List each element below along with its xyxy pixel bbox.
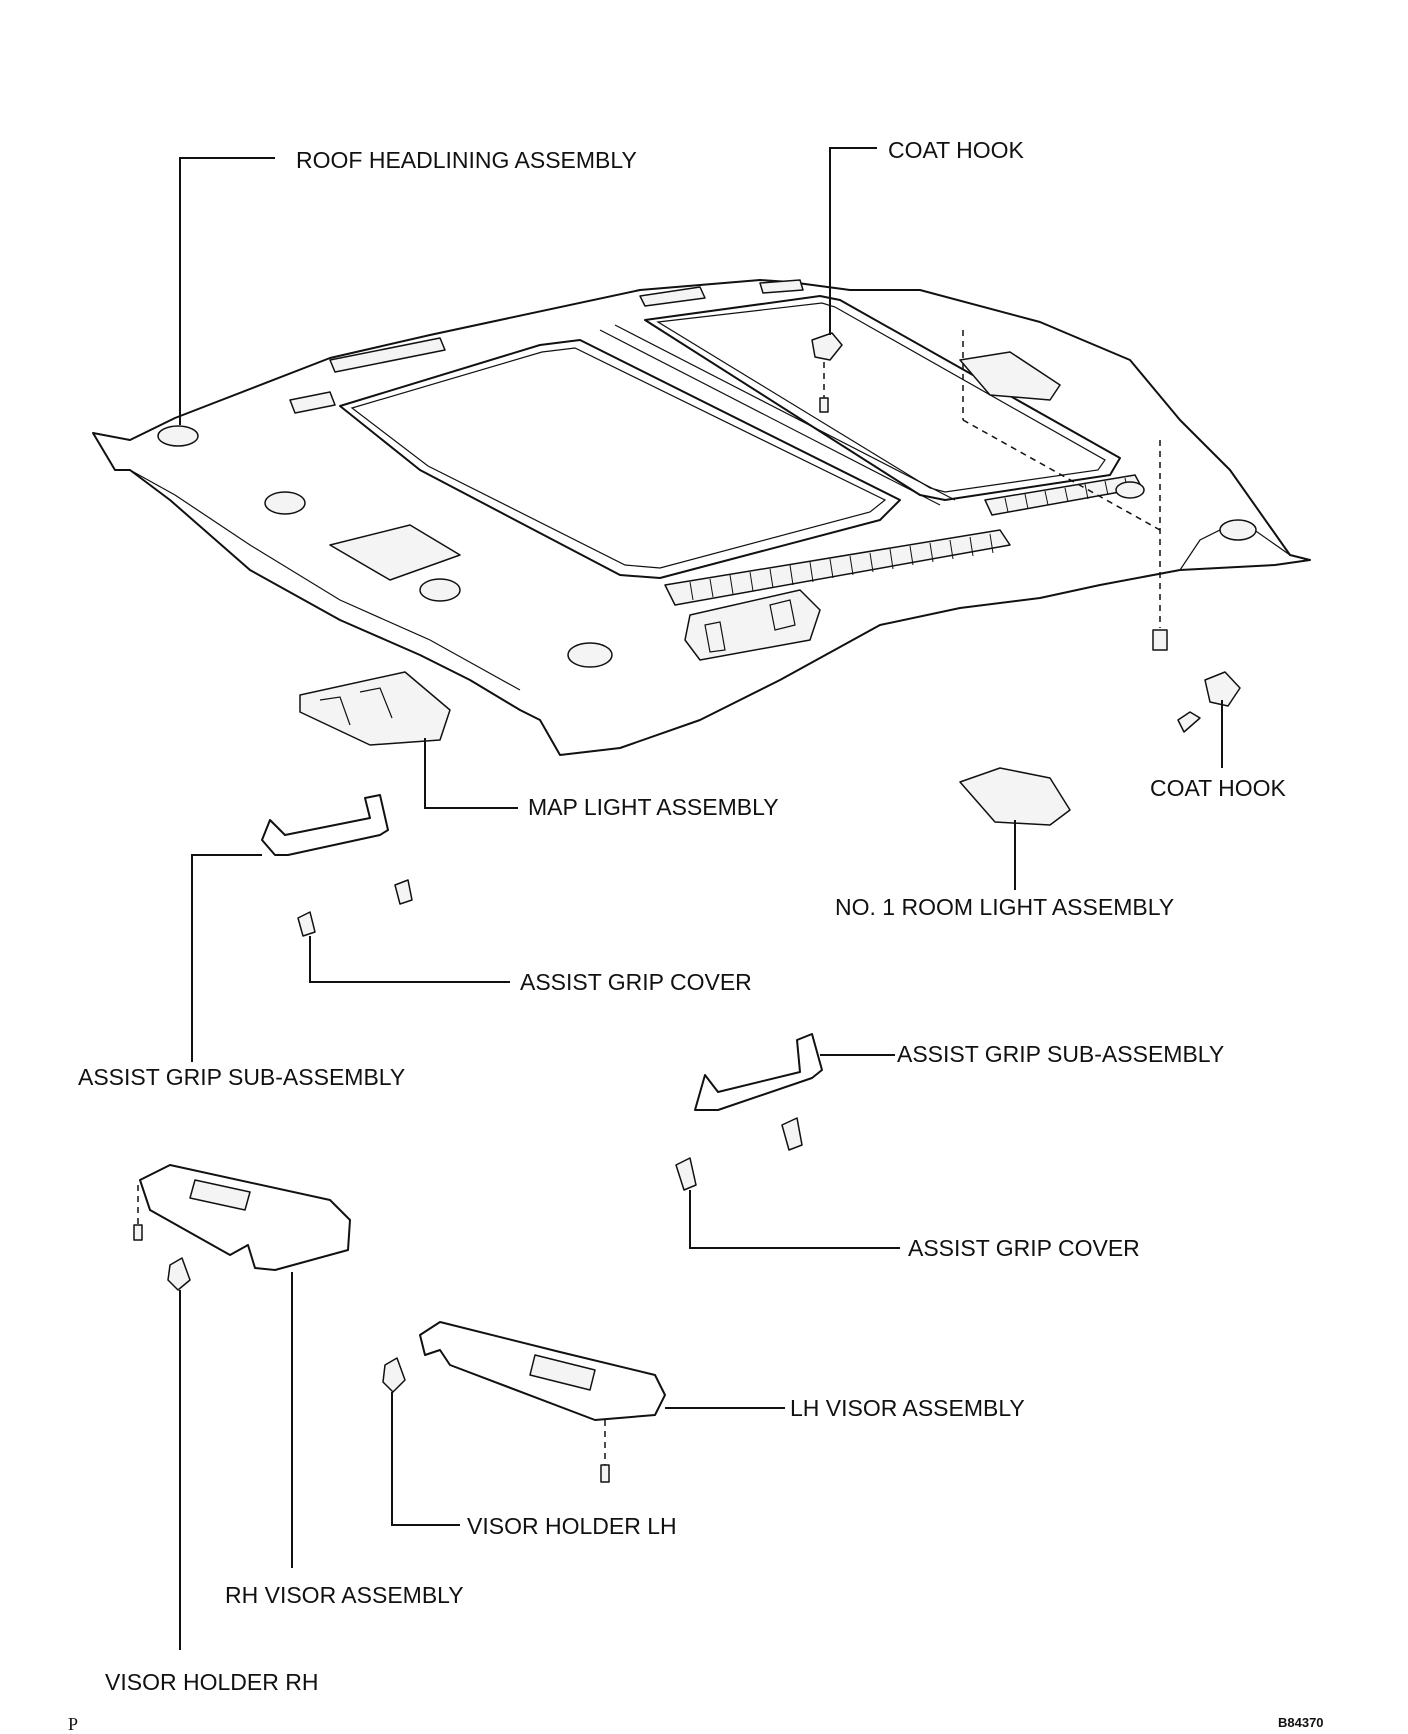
assist-grip-cover-left-2 [394,879,413,905]
lh-visor-mirror [529,1354,596,1391]
leader-map-light [424,738,518,809]
label-visor-holder-lh: VISOR HOLDER LH [467,1513,677,1539]
label-assist-grip-cover-right: ASSIST GRIP COVER [908,1235,1140,1261]
leader-assist-grip-cover-right [689,1190,900,1249]
label-assist-grip-cover-left: ASSIST GRIP COVER [520,969,752,995]
coat-hook-screw-drawing [1177,711,1201,733]
label-rh-visor-assembly: RH VISOR ASSEMBLY [225,1582,464,1608]
assist-grip-left-drawing [261,794,389,856]
coat-hook-part-drawing [1204,671,1241,707]
leader-roof-headlining [179,157,275,425]
visor-holder-lh-drawing [382,1357,406,1393]
assist-grip-right-drawing [694,1033,823,1111]
label-assist-grip-sub-assembly-left: ASSIST GRIP SUB-ASSEMBLY [78,1064,405,1090]
map-light-drawing [299,671,451,746]
label-lh-visor-assembly: LH VISOR ASSEMBLY [790,1395,1025,1421]
rh-visor-screw [133,1224,143,1241]
leader-visor-holder-lh [391,1392,460,1526]
room-light-drawing [959,767,1071,826]
label-assist-grip-sub-assembly-right: ASSIST GRIP SUB-ASSEMBLY [897,1041,1224,1067]
assist-grip-cover-left-1 [297,911,316,937]
roof-headlining-drawing [92,279,1311,756]
label-map-light-assembly: MAP LIGHT ASSEMBLY [528,794,779,820]
leader-coat-hook-top [829,147,877,335]
rh-visor-drawing [139,1164,351,1271]
label-no1-room-light-assembly: NO. 1 ROOM LIGHT ASSEMBLY [835,894,1174,920]
assist-grip-cover-right-1 [675,1157,697,1191]
label-coat-hook-top: COAT HOOK [888,137,1025,163]
visor-holder-rh-drawing [167,1257,191,1291]
corner-mark: P [68,1714,78,1734]
assist-grip-cover-right-2 [781,1117,803,1151]
label-coat-hook-right: COAT HOOK [1150,775,1287,801]
rh-visor-mirror [189,1179,251,1211]
label-roof-headlining-assembly: ROOF HEADLINING ASSEMBLY [296,147,637,173]
lh-visor-screw [600,1464,610,1483]
leader-assist-grip-sub-left [191,854,262,1062]
leader-assist-grip-cover-left [309,936,510,983]
label-visor-holder-rh: VISOR HOLDER RH [105,1669,318,1695]
figure-code: B84370 [1278,1715,1324,1730]
map-light-detail [319,687,393,726]
